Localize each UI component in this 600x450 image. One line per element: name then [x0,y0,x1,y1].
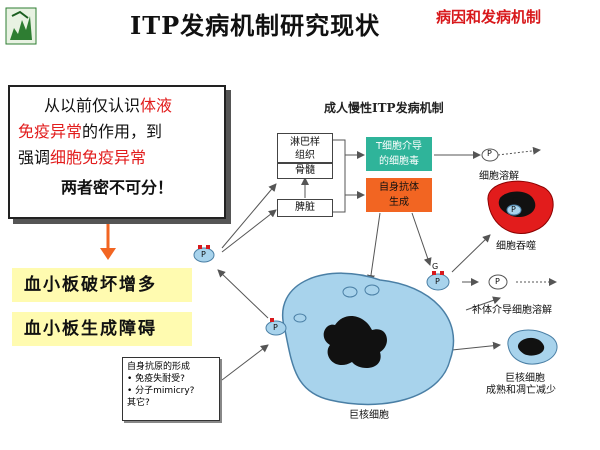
arrow-ab-cell [367,212,381,283]
mature-megakaryocyte [507,329,558,365]
platelet-lower-left [265,318,287,336]
label-megakaryocyte: 巨核细胞 [349,410,389,421]
platelet-label: P [201,250,206,259]
label-mk-maturation: 巨核细胞 [505,373,545,384]
megakaryocyte-nucleus [323,315,387,368]
arrow-to-mk [451,341,501,351]
platelet-label: P [273,323,278,332]
arrow-platelet-up [217,269,269,319]
tcell-cytotoxicity-box: T细胞介导 的细胞毒 [366,137,432,171]
arrow-lysis-out [497,146,541,156]
autoantibody-box: 自身抗体 生成 [366,178,432,212]
label-cell-lysis: 细胞溶解 [479,171,519,182]
arrow-antigen [221,344,269,381]
arrow-platelet-spleen [221,209,277,253]
antigen-formation-box: 自身抗原的形成 • 免疫失耐受? • 分子mimicry? 其它? [122,357,220,421]
page-title: ITP发病机制研究现状 [130,11,381,40]
platelet-upper-left [193,245,215,263]
diagram-title: 成人慢性ITP发病机制 [324,101,444,115]
arrow-platelet-tissue [221,183,277,249]
platelets-on-cell [293,284,380,323]
platelet-label: P [511,205,516,214]
arrow-to-complement-2 [465,296,501,311]
note-line-3: 强调细胞免疫异常 [18,148,147,167]
platelet-lysis [481,148,499,162]
result-platelet-production: 血小板生成障碍 [12,312,192,346]
platelet-label: P [495,277,500,286]
page-subtitle: 病因和发病机制 [436,8,542,26]
marrow-box: 骨髓 [277,163,333,179]
note-line-2: 免疫异常的作用，到 [18,122,163,141]
result-platelet-destruction: 血小板破坏增多 [12,268,192,302]
label-complement-lysis: 补体介导细胞溶解 [472,305,552,316]
antibody-label: G [512,196,519,205]
label-phagocytosis: 细胞吞噬 [496,241,536,252]
platelet-label: P [487,149,492,158]
platelet-label: P [435,277,440,286]
spleen-box: 脾脏 [277,199,333,217]
label-mk-maturation-2: 成熟和凋亡减少 [486,385,556,396]
antibody-label: G [432,262,439,271]
down-arrow-icon [100,224,116,260]
platelet-right [426,271,450,291]
arrow-to-phago [451,234,491,273]
logo-icon [5,7,37,45]
note-line-1: 从以前仅认识体液 [44,96,173,115]
note-box: 从以前仅认识体液 免疫异常的作用，到 强调细胞免疫异常 两者密不可分！ [8,85,226,219]
platelet-complement [488,274,508,290]
bracket-line [333,139,346,213]
note-line-4: 两者密不可分！ [60,178,173,197]
phagocyte-cell [487,180,554,234]
lymphoid-tissue-box: 淋巴样 组织 [277,133,333,163]
arrow-ab-platelet [411,212,432,266]
